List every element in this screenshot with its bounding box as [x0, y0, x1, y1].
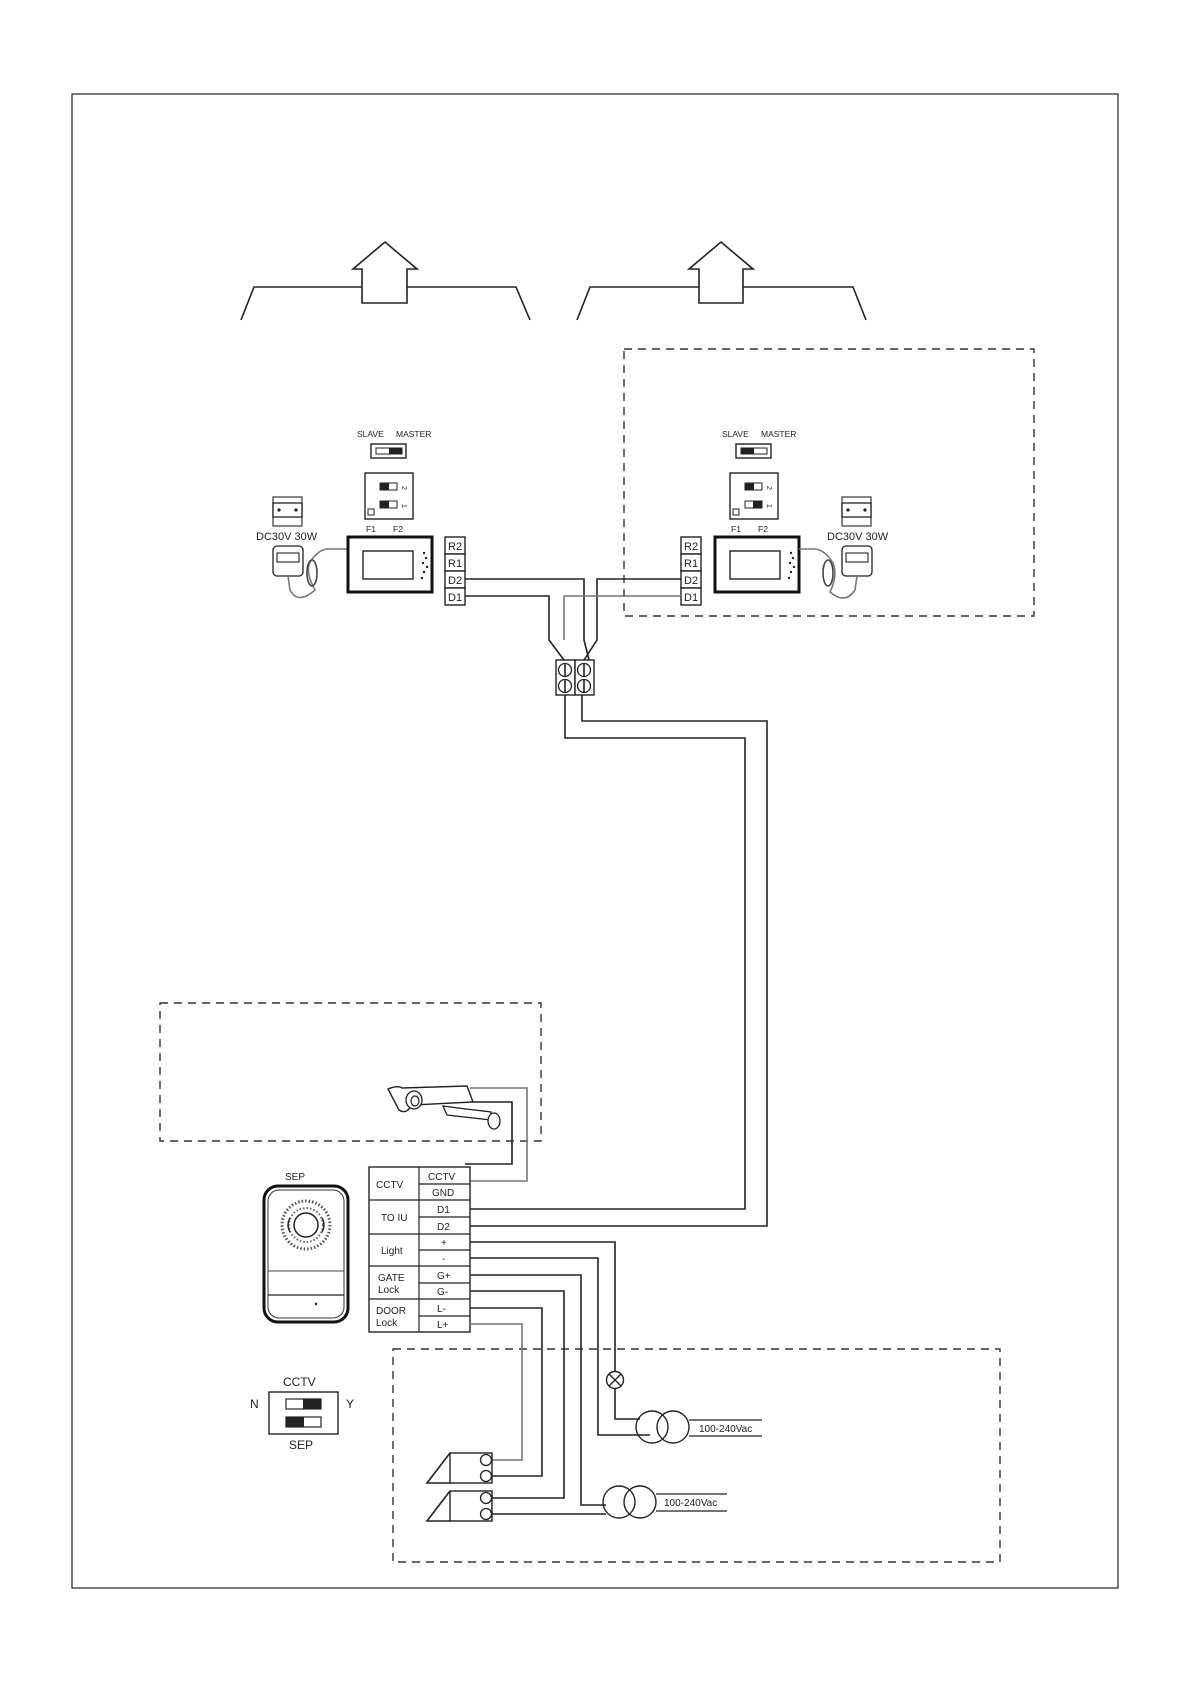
pin-g-minus: G- — [437, 1287, 448, 1298]
terminal-d2: D2 — [448, 575, 462, 587]
terminal-d1: D1 — [448, 592, 462, 604]
page-frame — [72, 94, 1118, 1588]
lamp-icon — [607, 1372, 624, 1389]
mode-label-slave: SLAVE — [357, 429, 384, 439]
power-label-left: DC30V 30W — [256, 531, 318, 543]
cctv-sep-selector-switch[interactable] — [269, 1392, 338, 1434]
selector-right-label: Y — [346, 1397, 354, 1411]
pin-l-minus: L- — [437, 1304, 446, 1315]
junction-terminal — [556, 660, 594, 695]
group-gate-label: GATE — [378, 1273, 405, 1284]
dashed-area-cctv — [160, 1003, 541, 1141]
house-right-icon — [577, 242, 866, 320]
power-adapter-right-icon — [799, 546, 872, 598]
pin-g-plus: G+ — [437, 1271, 451, 1282]
selector-left-label: N — [250, 1397, 259, 1411]
pin-plus: + — [441, 1238, 447, 1249]
mode-switch-left[interactable] — [371, 444, 406, 458]
dip-number-2: 2 — [400, 486, 407, 490]
selector-bottom-label: SEP — [289, 1438, 313, 1452]
dip-label-f2: F2 — [393, 524, 403, 534]
door-lock-icon — [427, 1453, 492, 1483]
terminal-d1: D1 — [684, 592, 698, 604]
group-gate-lock: Lock — [378, 1285, 400, 1296]
wall-outlet-icon — [842, 497, 871, 526]
pin-cctv: CCTV — [428, 1172, 456, 1183]
terminal-r1: R1 — [448, 558, 462, 570]
dip-number-1: 1 — [765, 504, 772, 508]
door-station-icon — [264, 1186, 348, 1322]
pin-d2: D2 — [437, 1222, 450, 1233]
cctv-camera-icon — [388, 1086, 500, 1129]
wall-outlet-icon — [273, 497, 302, 526]
power-label-right: DC30V 30W — [827, 531, 889, 543]
terminal-r2: R2 — [684, 541, 698, 553]
gate-lock-icon — [427, 1491, 492, 1521]
transformer-lock-voltage: 100-240Vac — [664, 1498, 717, 1509]
monitor-right-screen — [715, 537, 799, 592]
mode-label-master: MASTER — [396, 429, 431, 439]
dip-label-f1: F1 — [366, 524, 376, 534]
mode-label-master: MASTER — [761, 429, 796, 439]
terminal-r2: R2 — [448, 541, 462, 553]
dip-label-f2: F2 — [758, 524, 768, 534]
pin-minus: - — [442, 1254, 445, 1265]
transformer-light-voltage: 100-240Vac — [699, 1424, 752, 1435]
dip-number-2: 2 — [765, 486, 772, 490]
dip-number-1: 1 — [400, 504, 407, 508]
dip-switch-left[interactable]: 2 1 — [365, 473, 413, 519]
group-door-label: DOOR — [376, 1306, 406, 1317]
door-station-label: SEP — [285, 1172, 305, 1183]
group-door-lock: Lock — [376, 1318, 398, 1329]
terminal-r1: R1 — [684, 558, 698, 570]
dip-switch-right[interactable]: 2 1 — [730, 473, 778, 519]
group-to-iu: TO IU — [381, 1213, 407, 1224]
group-cctv: CCTV — [376, 1180, 404, 1191]
terminal-d2: D2 — [684, 575, 698, 587]
power-adapter-left-icon — [273, 546, 348, 598]
door-station-terminal-table: CCTV TO IU Light GATE Lock DOOR Lock CCT… — [369, 1167, 470, 1332]
terminal-block-left: R2 R1 D2 D1 — [445, 537, 465, 605]
terminal-block-right: R2 R1 D2 D1 — [681, 537, 701, 605]
mode-switch-right[interactable] — [736, 444, 771, 458]
monitor-left: SLAVE MASTER 2 1 F1 F2 DC30V 30W — [256, 429, 465, 605]
group-light: Light — [381, 1246, 403, 1257]
selector-top-label: CCTV — [283, 1375, 316, 1389]
pin-gnd: GND — [432, 1188, 454, 1199]
monitor-left-screen — [348, 537, 432, 592]
bus-wires-down — [465, 695, 767, 1226]
pin-d1: D1 — [437, 1205, 450, 1216]
dip-label-f1: F1 — [731, 524, 741, 534]
pin-l-plus: L+ — [437, 1320, 449, 1331]
mode-label-slave: SLAVE — [722, 429, 749, 439]
house-left-icon — [241, 242, 530, 320]
bus-wires-top — [465, 579, 681, 660]
monitor-right: SLAVE MASTER 2 1 F1 F2 R2 R1 D2 D1 — [681, 429, 889, 605]
